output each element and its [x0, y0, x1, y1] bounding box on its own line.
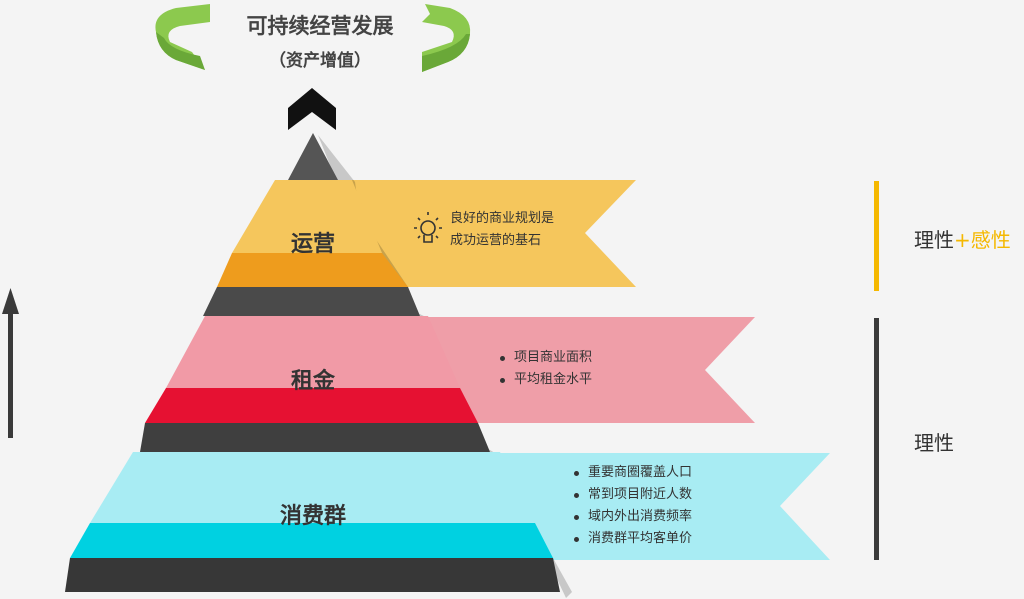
side-label-rational: 理性 — [914, 431, 954, 455]
pyramid-base — [65, 558, 560, 592]
ribbon-operation — [350, 180, 636, 287]
pyramid-step-2 — [140, 423, 490, 452]
ribbon-consumers — [500, 453, 830, 560]
rent-bullets: 项目商业面积 平均租金水平 — [500, 347, 592, 391]
lightbulb-icon — [414, 212, 442, 243]
tier-operation-band — [217, 253, 408, 287]
rational-text: 理性 — [914, 228, 954, 252]
side-label-rational-emotional: 理性+感性 — [914, 224, 1011, 253]
page-subtitle: （资产增值） — [269, 51, 371, 71]
rational-emotional-bar — [874, 181, 879, 291]
emotional-text: 感性 — [970, 228, 1011, 252]
cycle-arrow-right-icon — [422, 4, 471, 72]
rational-bar — [874, 318, 879, 560]
pyramid-tip — [288, 133, 338, 180]
tier-rent-band — [145, 388, 478, 423]
list-item: 消费群平均客单价 — [574, 528, 692, 550]
note-line: 良好的商业规划是 — [450, 211, 555, 226]
consumer-bullets: 重要商圈覆盖人口 常到项目附近人数 域内外出消费频率 消费群平均客单价 — [574, 462, 692, 550]
cycle-arrow-left-icon — [155, 4, 210, 70]
tier-label-operation: 运营 — [290, 232, 335, 257]
list-item: 平均租金水平 — [500, 369, 592, 391]
up-arrow-icon — [2, 288, 19, 438]
tier-label-rent: 租金 — [290, 369, 335, 394]
operation-note: 良好的商业规划是 成功运营的基石 — [450, 208, 554, 252]
list-item: 项目商业面积 — [500, 347, 592, 369]
pyramid-step-1 — [203, 287, 420, 316]
chevron-up-icon — [288, 88, 336, 130]
list-item: 重要商圈覆盖人口 — [574, 462, 692, 484]
tier-operation-top — [232, 180, 382, 253]
plus-text: + — [954, 228, 971, 252]
list-item: 常到项目附近人数 — [574, 484, 692, 506]
list-item: 域内外出消费频率 — [574, 506, 692, 528]
tier-consumers-top — [90, 452, 535, 523]
tier-label-consumers: 消费群 — [279, 504, 346, 529]
page-title: 可持续经营发展 — [246, 14, 394, 38]
note-line: 成功运营的基石 — [450, 233, 542, 248]
tier-rent-top — [166, 316, 460, 388]
tier-consumers-band — [70, 523, 553, 558]
ribbon-rent — [420, 317, 755, 423]
